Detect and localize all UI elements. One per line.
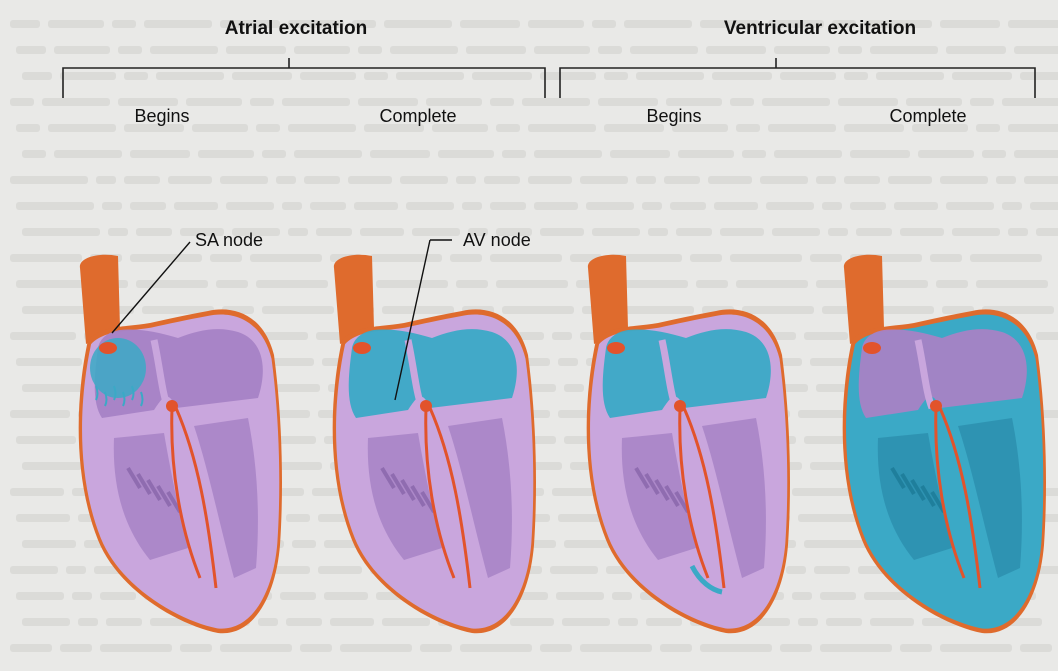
sa-node-leader (112, 242, 190, 333)
sa-node-label: SA node (195, 230, 263, 251)
av-node-label: AV node (463, 230, 531, 251)
av-node-leader (395, 240, 430, 400)
